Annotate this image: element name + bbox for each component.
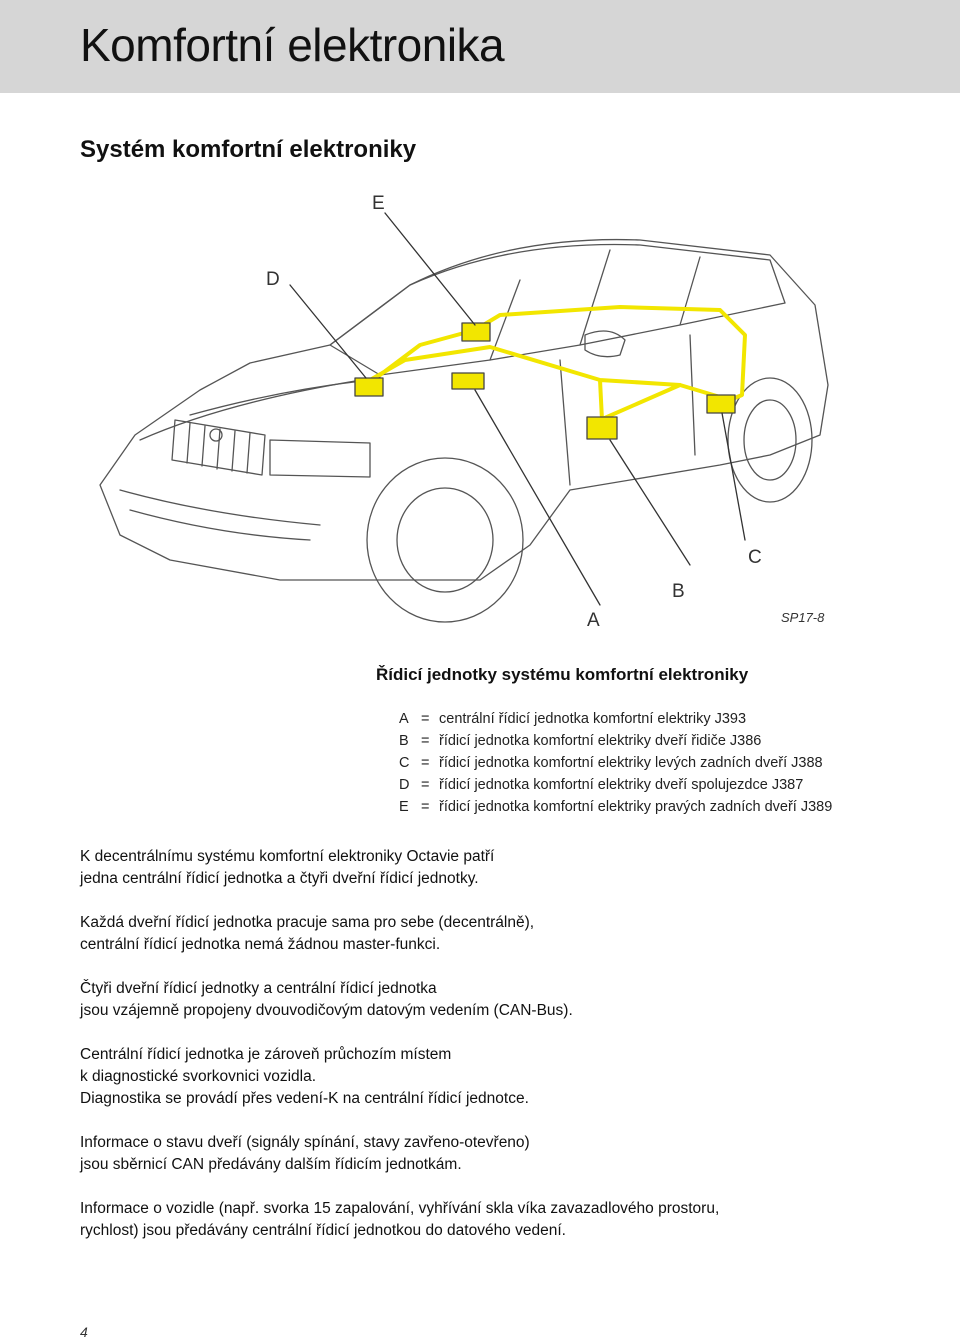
legend-equals: = [421,733,430,749]
grille-slat-3 [216,428,221,470]
body-text: K decentrálnímu systému komfortní elektr… [80,846,900,1264]
grille-slat-4 [231,430,236,472]
callout-d: D [266,269,280,290]
legend-equals: = [421,755,430,771]
legend-item: E = řídicí jednotka komfortní elektriky pr… [399,796,832,818]
leader-line-c [721,412,746,541]
figure-id: SP17-8 [781,610,825,625]
car-window-outline [329,243,786,376]
callout-a: A [587,610,600,631]
page-number: 4 [80,1324,88,1340]
rear-wheel [727,377,813,503]
control-unit-b [586,416,618,440]
badge [209,428,223,442]
window-pillar-2 [579,249,611,346]
legend-equals: = [421,799,430,815]
leader-line-b [609,439,691,566]
hood-crease [189,379,371,416]
car-illustration [99,212,829,623]
leader-line-a [474,389,601,606]
legend-text: řídicí jednotka komfortní elektriky dveř… [439,777,804,793]
rear-door-line [689,334,696,456]
section-title: Systém komfortní elektroniky [80,136,417,163]
page-title: Komfortní elektronika [80,19,505,71]
paragraph: Informace o stavu dveří (signály spínání… [80,1134,530,1173]
control-unit-c [706,394,736,414]
can-bus-wiring [368,305,747,422]
callout-e: E [372,193,385,214]
legend-equals: = [421,777,430,793]
paragraph: K decentrálnímu systému komfortní elektr… [80,848,495,887]
paragraph: Informace o vozidle (např. svorka 15 zap… [80,1200,720,1239]
callout-b: B [672,581,685,602]
paragraph: Čtyři dveřní řídicí jednotky a centrální… [80,980,573,1019]
legend-list: A = centrální řídicí jednotka komfortní el… [399,708,832,818]
legend-key: E [399,799,409,815]
front-bumper [119,489,321,526]
legend-key: B [399,733,409,749]
legend-key: C [399,755,410,771]
grille-slat-5 [246,432,251,474]
legend-text: řídicí jednotka komfortní elektriky dveř… [439,733,762,749]
paragraph: Každá dveřní řídicí jednotka pracuje sam… [80,914,535,953]
car-diagram: E D C B A SP17-8 [80,185,860,635]
legend-item: B = řídicí jednotka komfortní elektriky dv… [399,730,832,752]
front-wheel-rim [396,487,494,593]
front-door-line [559,359,571,486]
legend-item: A = centrální řídicí jednotka komfortní el… [399,708,832,730]
callout-c: C [748,547,762,568]
legend-key: A [399,711,409,727]
control-unit-e [461,322,491,342]
grille [171,419,266,476]
legend-item: C = řídicí jednotka komfortní elektriky le… [399,752,832,774]
grille-slat-2 [201,425,206,467]
legend-text: řídicí jednotka komfortní elektriky levý… [439,755,823,771]
legend-equals: = [421,711,430,727]
control-unit-d [354,377,384,397]
hood-line [139,376,381,441]
front-wheel [366,457,524,623]
grille-slat-1 [186,422,191,464]
leader-line-e [384,212,476,326]
legend-title: Řídicí jednotky systému komfortní elektr… [376,665,749,684]
window-pillar-3 [679,256,701,326]
legend-key: D [399,777,410,793]
rear-wheel-rim [743,399,797,481]
legend-text: centrální řídicí jednotka komfortní elek… [439,711,747,727]
bumper-line [129,509,311,541]
paragraph: Centrální řídicí jednotka je zároveň prů… [80,1046,529,1107]
legend-text: řídicí jednotka komfortní elektriky prav… [439,799,833,815]
header-band [0,0,960,93]
control-unit-central [451,372,485,390]
headlight [269,439,371,478]
leader-line-d [289,284,367,379]
mirror [584,330,626,358]
legend-item: D = řídicí jednotka komfortní elektriky dv… [399,774,832,796]
